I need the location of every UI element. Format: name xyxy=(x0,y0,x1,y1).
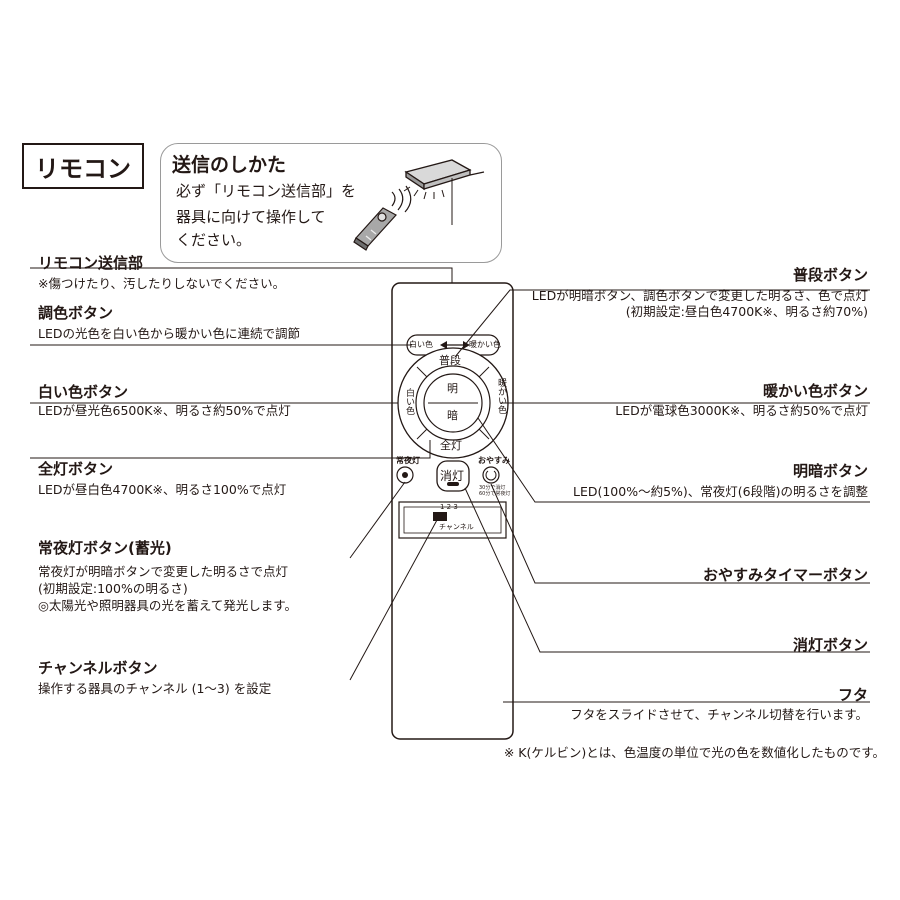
label-brightness-title: 明暗ボタン xyxy=(792,462,868,480)
footnote: ※ K(ケルビン)とは、色温度の単位で光の色を数値化したものです。 xyxy=(503,745,885,760)
label-warm-desc: LEDが電球色3000K※、明るさ約50%で点灯 xyxy=(615,403,868,418)
label-color-desc: LEDの光色を白い色から暖かい色に連続で調節 xyxy=(38,326,300,341)
sleep-note-2: 60分で常夜灯 xyxy=(479,491,511,497)
label-nightlight-desc-2: (初期設定:100%の明るさ) xyxy=(38,581,188,596)
label-normal-desc-1: LEDが明暗ボタン、調色ボタンで変更した明るさ、色で点灯 xyxy=(531,288,868,303)
sleep-button xyxy=(482,466,500,484)
arrow-right-label: 暖かい色 xyxy=(469,340,501,349)
channel-label: チャンネル xyxy=(439,523,474,531)
label-lid-title: フタ xyxy=(837,686,868,704)
nightlight-label: 常夜灯 xyxy=(396,456,420,465)
channel-numbers: 1 2 3 xyxy=(440,503,458,511)
off-button-label[interactable]: 消灯 xyxy=(440,469,465,483)
label-full-title: 全灯ボタン xyxy=(38,460,114,478)
label-brightness-desc: LED(100%〜約5%)、常夜灯(6段階)の明るさを調整 xyxy=(572,484,868,499)
label-white-desc: LEDが昼光色6500K※、明るさ約50%で点灯 xyxy=(38,403,291,418)
sleep-note-1: 30分で消灯 xyxy=(479,485,506,491)
arrow-left-label: 白い色 xyxy=(409,340,433,349)
normal-button[interactable]: 普段 xyxy=(439,354,461,367)
label-channel-desc: 操作する器具のチャンネル (1〜3) を設定 xyxy=(38,681,272,696)
label-warm-title: 暖かい色ボタン xyxy=(762,382,868,400)
label-color-title: 調色ボタン xyxy=(38,304,114,322)
bright-label[interactable]: 明 xyxy=(447,382,458,395)
dark-label[interactable]: 暗 xyxy=(447,409,458,422)
label-off-title: 消灯ボタン xyxy=(792,636,868,654)
page-title: リモコン xyxy=(22,143,144,189)
off-button xyxy=(436,460,470,492)
label-channel-title: チャンネルボタン xyxy=(38,659,158,677)
label-lid-desc: フタをスライドさせて、チャンネル切替を行います。 xyxy=(570,707,868,722)
label-nightlight-title: 常夜灯ボタン(蓄光) xyxy=(38,539,172,557)
full-light-button[interactable]: 全灯 xyxy=(440,439,462,452)
sleep-label: おやすみ xyxy=(478,456,510,465)
howto-line-1: 必ず「リモコン送信部」を xyxy=(176,182,357,200)
label-normal-desc-2: (初期設定:昼白色4700K※、明るさ約70%) xyxy=(625,304,868,319)
howto-line-3: ください。 xyxy=(176,231,252,249)
howto-line-2: 器具に向けて操作して xyxy=(176,208,326,226)
label-transmitter-title: リモコン送信部 xyxy=(38,254,144,272)
leader-lines xyxy=(30,267,870,703)
hand-remote-icon xyxy=(353,185,412,251)
label-sleep-title: おやすみタイマーボタン xyxy=(702,566,868,584)
channel-switch xyxy=(433,512,447,521)
label-nightlight-desc-1: 常夜灯が明暗ボタンで変更した明るさで点灯 xyxy=(38,564,289,579)
white-button[interactable]: 白い色 xyxy=(404,388,414,415)
warm-button[interactable]: 暖かい色 xyxy=(496,378,506,414)
label-transmitter-desc: ※傷つけたり、汚したりしないでください。 xyxy=(38,276,286,291)
label-nightlight-desc-3: ◎太陽光や照明器具の光を蓄えて発光します。 xyxy=(38,598,298,613)
ceiling-light-icon xyxy=(403,159,485,225)
howto-title: 送信のしかた xyxy=(172,154,287,176)
label-white-title: 白い色ボタン xyxy=(38,383,129,401)
label-normal-title: 普段ボタン xyxy=(792,266,868,284)
label-full-desc: LEDが昼白色4700K※、明るさ100%で点灯 xyxy=(38,482,287,497)
